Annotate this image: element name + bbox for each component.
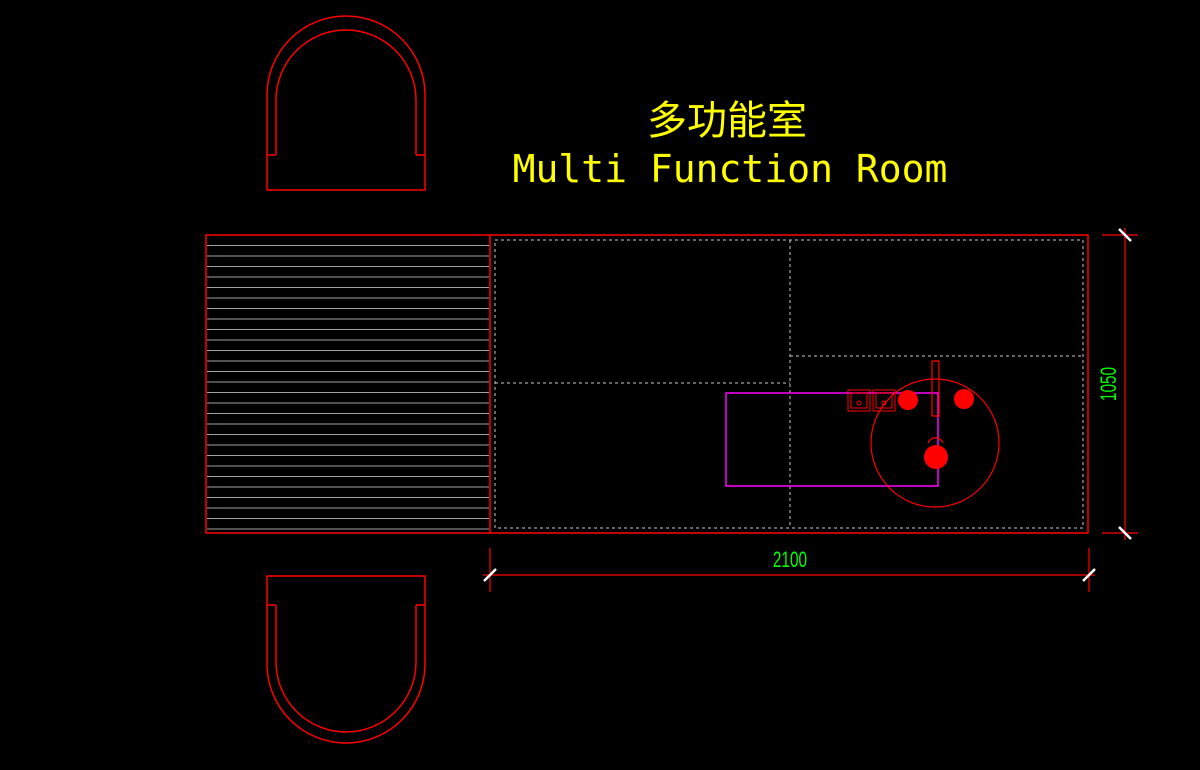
chair-top-outer bbox=[266, 15, 426, 191]
dimension-width-label: 2100 bbox=[773, 548, 807, 572]
light-point-1 bbox=[898, 390, 918, 410]
dimension-height bbox=[1102, 228, 1138, 540]
outlet-2 bbox=[872, 389, 896, 412]
inner-dashed-border bbox=[494, 239, 1084, 529]
room-walls bbox=[205, 234, 1089, 534]
chair-bottom-inner bbox=[275, 605, 417, 733]
room-title-english: Multi Function Room bbox=[513, 147, 948, 191]
lamp-pole bbox=[931, 360, 940, 417]
room-outline bbox=[205, 234, 1089, 534]
chair-bottom bbox=[266, 575, 426, 744]
dimension-height-label: 1050 bbox=[1097, 367, 1121, 401]
light-point-2 bbox=[954, 389, 974, 409]
chair-top bbox=[266, 15, 426, 191]
chair-bottom-outer bbox=[266, 575, 426, 744]
deck-hatching bbox=[207, 245, 489, 530]
dimension-width bbox=[483, 548, 1096, 592]
room-title-chinese: 多功能室 bbox=[647, 98, 807, 144]
outlet-1 bbox=[847, 389, 871, 412]
light-point-3 bbox=[924, 445, 948, 469]
table bbox=[725, 392, 939, 487]
lamp-fixture bbox=[870, 360, 1000, 508]
lamp-circle bbox=[870, 378, 1000, 508]
power-outlets bbox=[847, 389, 896, 412]
chair-top-inner bbox=[275, 29, 417, 155]
ceiling-grid-lines bbox=[494, 239, 1084, 529]
